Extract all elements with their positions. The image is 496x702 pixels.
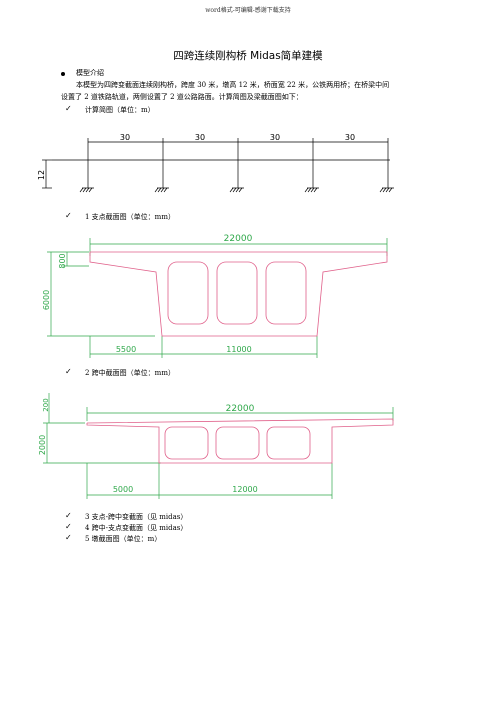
intro-line-1: 本模型为四跨变截面连续刚构桥，跨度 30 米，墩高 12 米，桥面宽 22 米，… xyxy=(76,81,390,89)
check-icon: ✓ xyxy=(65,367,72,376)
bottom-dim-label: 11000 xyxy=(226,345,251,354)
left-dim-label: 5000 xyxy=(113,485,133,494)
list-item-6: 5 墩截面图（单位：m） xyxy=(85,535,162,543)
width-label: 22000 xyxy=(226,404,255,414)
check-icon: ✓ xyxy=(65,104,72,113)
depth-label: 6000 xyxy=(42,290,51,310)
list-item-1: 计算简图（单位：m） xyxy=(85,106,155,114)
list-item-3: 2 跨中截面图（单位：mm） xyxy=(85,369,175,377)
section-heading: 模型介绍 xyxy=(76,69,104,77)
check-icon: ✓ xyxy=(65,533,72,542)
span-label: 30 xyxy=(120,133,130,142)
list-item-2: 1 支点截面图（单位：mm） xyxy=(85,213,175,221)
check-icon: ✓ xyxy=(65,522,72,531)
pier-height-label: 12 xyxy=(37,170,46,180)
width-label: 22000 xyxy=(224,234,253,244)
bullet-dot xyxy=(61,72,65,76)
list-item-5: 4 跨中-支点变截面（见 midas） xyxy=(85,524,188,532)
list-item-4: 3 支点-跨中变截面（见 midas） xyxy=(85,513,188,521)
span-label: 30 xyxy=(345,133,355,142)
depth-label: 2000 xyxy=(38,435,47,455)
check-icon: ✓ xyxy=(65,211,72,220)
span-label: 30 xyxy=(195,133,205,142)
span-label: 30 xyxy=(270,133,280,142)
left-dim-label: 5500 xyxy=(116,345,136,354)
support-section-figure: 22000 6000 800 5500 11000 xyxy=(42,234,388,358)
intro-line-2: 设置了 2 道铁路轨道，两侧设置了 2 道公路路面。计算简图及梁截面图如下： xyxy=(61,93,303,101)
flange-label: 200 xyxy=(42,398,50,411)
header-note: word格式-可编辑-感谢下载支持 xyxy=(205,7,291,14)
midspan-section-figure: 22000 2000 200 5000 12000 xyxy=(38,393,394,499)
bottom-dim-label: 12000 xyxy=(232,485,257,494)
page-title: 四跨连续刚构桥 Midas简单建模 xyxy=(173,50,323,62)
check-icon: ✓ xyxy=(65,511,72,520)
flange-label: 800 xyxy=(58,253,67,268)
calc-diagram: 30 30 30 30 12 xyxy=(37,133,394,193)
